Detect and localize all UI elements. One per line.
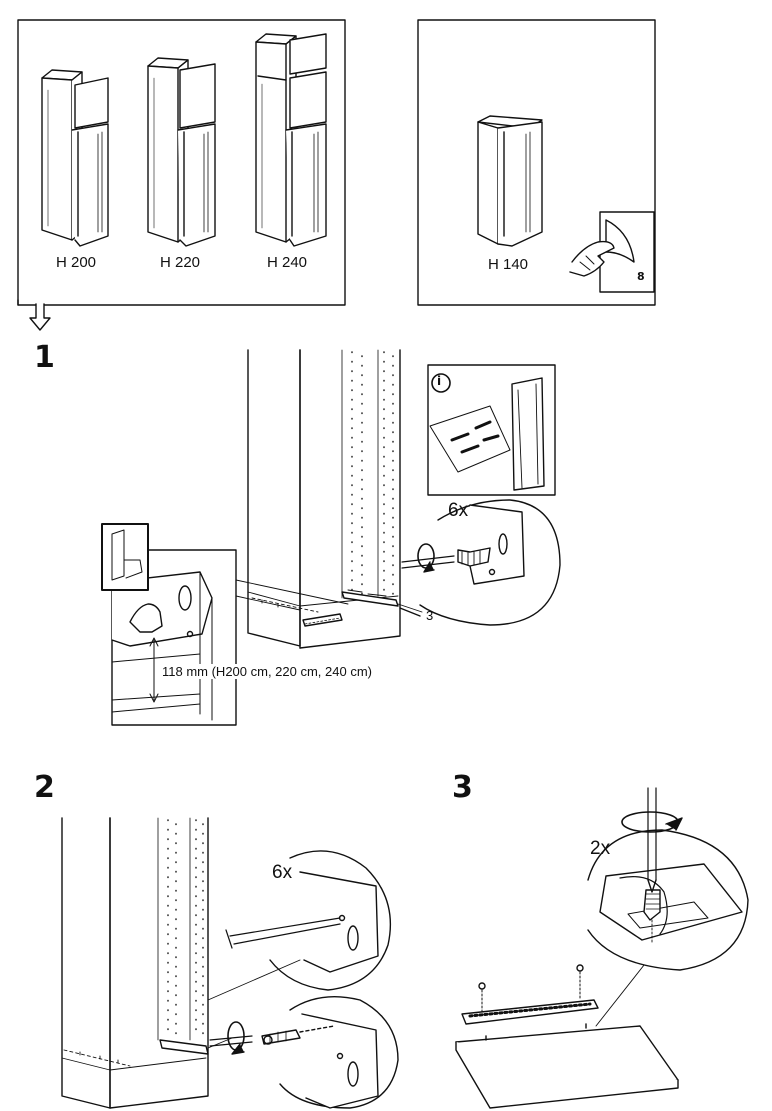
fridge-h240-illustration bbox=[255, 33, 327, 247]
height-label-h240: H 240 bbox=[267, 254, 308, 271]
height-label-h220: H 220 bbox=[160, 254, 201, 271]
info-icon: i bbox=[437, 374, 442, 388]
step2-quantity-label: 6x bbox=[272, 862, 293, 883]
step1-rail bbox=[251, 589, 423, 627]
step3-callout bbox=[587, 787, 749, 971]
step1-holes bbox=[351, 351, 394, 595]
page-turn-hint bbox=[569, 211, 655, 293]
step-2-number: 2 bbox=[34, 770, 55, 805]
h140-frame bbox=[417, 19, 656, 306]
step-3-number: 3 bbox=[452, 770, 473, 805]
fridge-h140-illustration bbox=[477, 115, 543, 247]
step2-cabinet bbox=[61, 817, 209, 1109]
continue-arrow bbox=[17, 299, 51, 331]
fridge-h220-illustration bbox=[147, 57, 216, 247]
height-label-h140: H 140 bbox=[488, 256, 529, 273]
fridge-h200-illustration bbox=[41, 69, 109, 247]
step2-upper-callout bbox=[207, 850, 392, 1001]
step-1-number: 1 bbox=[34, 340, 55, 375]
height-label-h200: H 200 bbox=[56, 254, 97, 271]
info-panel bbox=[427, 364, 556, 496]
step1-measurement-label: 118 mm (H200 cm, 220 cm, 240 cm) bbox=[160, 664, 374, 679]
step2-holes bbox=[167, 819, 204, 1035]
step2-lower-callout bbox=[209, 995, 399, 1109]
step1-cabinet bbox=[247, 349, 401, 649]
step1-callout bbox=[399, 499, 561, 626]
step1-quantity-label: 6x bbox=[448, 500, 469, 521]
page-reference-number: 8 bbox=[637, 270, 645, 283]
step1-part-reference: 3 bbox=[426, 608, 434, 623]
step3-quantity-label: 2x bbox=[590, 838, 611, 859]
step3-plinth bbox=[455, 959, 679, 1109]
step1-measure-inset bbox=[101, 523, 349, 726]
